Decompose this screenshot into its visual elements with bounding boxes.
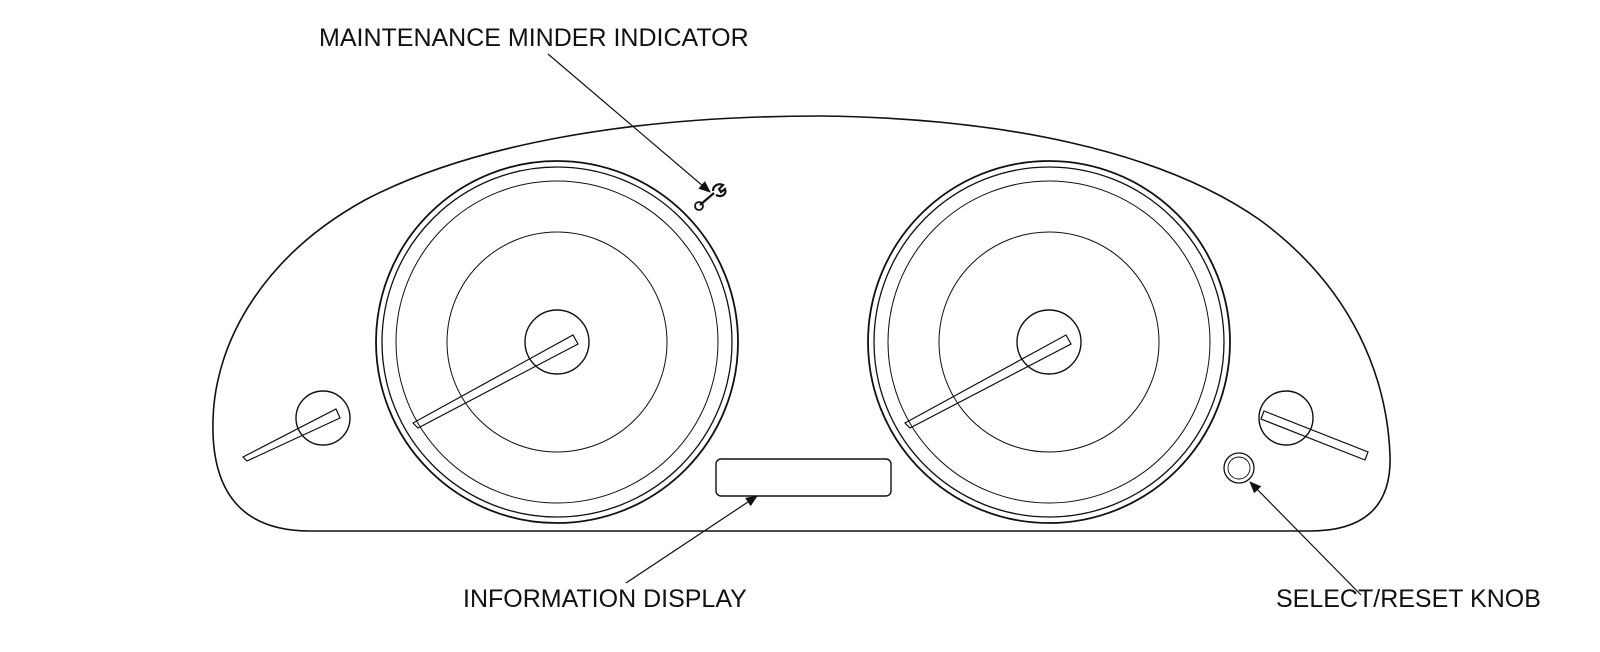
select-reset-knob-leader xyxy=(1249,481,1362,596)
cluster-housing xyxy=(212,115,1391,532)
maintenance-minder-leader xyxy=(547,53,711,193)
maintenance-minder-indicator-label: MAINTENANCE MINDER INDICATOR xyxy=(319,24,749,52)
left-main-gauge-needle xyxy=(412,334,579,429)
information-display-window xyxy=(715,458,892,497)
left-main-gauge xyxy=(375,160,739,524)
right-main-gauge-needle xyxy=(904,334,1072,429)
select-reset-knob-label: SELECT/RESET KNOB xyxy=(1276,585,1541,613)
right-small-gauge-needle xyxy=(1260,410,1369,461)
right-small-gauge xyxy=(1258,390,1369,461)
left-small-gauge xyxy=(241,390,351,462)
wrench-icon xyxy=(694,183,727,211)
information-display-leader xyxy=(625,495,758,584)
select-reset-knob[interactable] xyxy=(1223,452,1255,484)
right-main-gauge xyxy=(867,160,1231,524)
left-small-gauge-needle xyxy=(241,408,341,462)
information-display-label: INFORMATION DISPLAY xyxy=(463,585,747,613)
